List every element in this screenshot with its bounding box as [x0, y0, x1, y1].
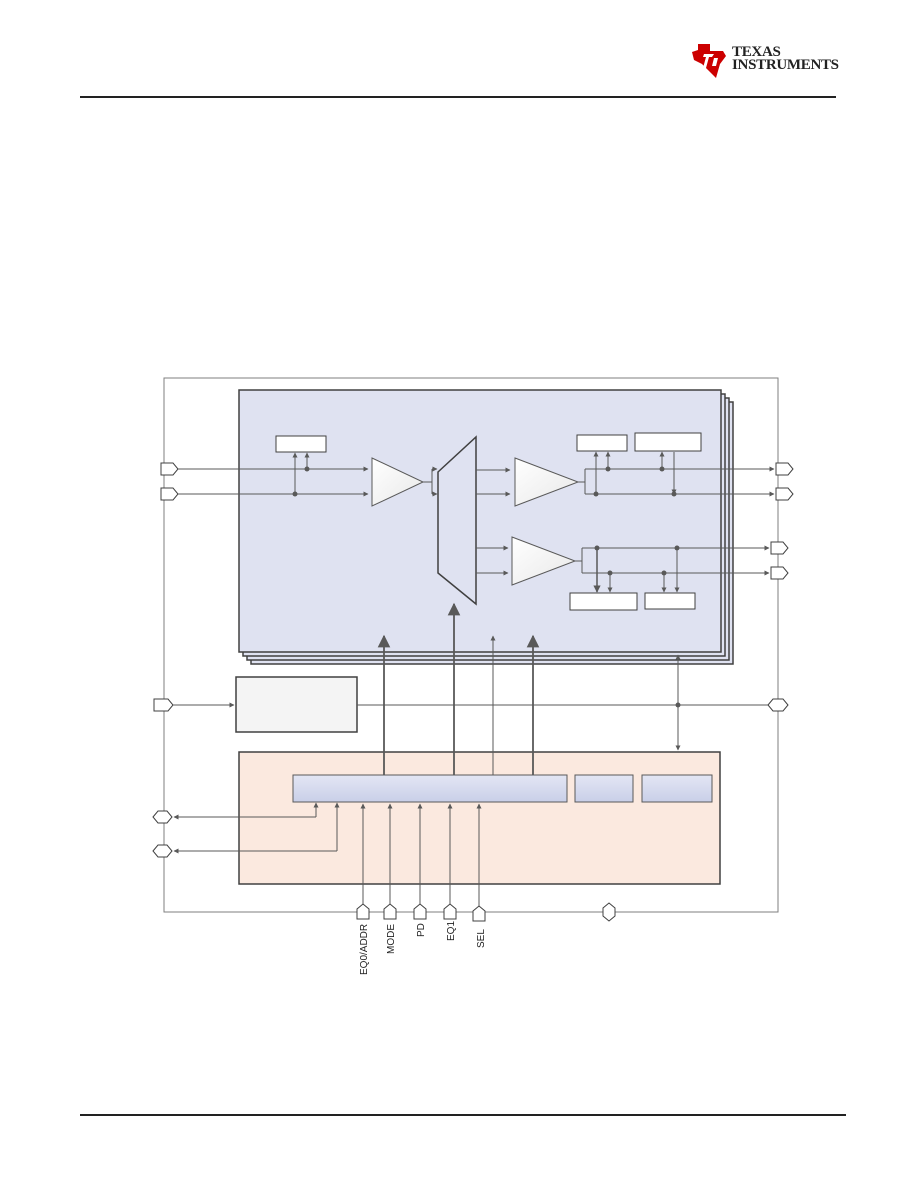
bidirectional-pin	[602, 902, 616, 922]
junction-dot	[593, 491, 599, 497]
output-pin	[775, 462, 794, 476]
bottom-input-pin	[443, 903, 457, 920]
register-bar	[641, 774, 713, 803]
junction-dot	[661, 570, 667, 576]
output-pin	[770, 541, 789, 555]
output-driver	[514, 457, 580, 507]
input-pin	[153, 698, 174, 712]
logo-wordmark: TEXAS INSTRUMENTS	[732, 44, 839, 73]
bottom-input-pin	[413, 903, 427, 920]
junction-dot	[659, 466, 665, 472]
junction-dot	[674, 545, 680, 551]
junction-dot	[605, 466, 611, 472]
bottom-input-pin	[383, 903, 397, 920]
outline-frame	[163, 377, 779, 913]
pin-label-eq1: EQ1	[446, 921, 457, 941]
mux-block	[437, 435, 477, 606]
bidirectional-pin	[152, 844, 173, 858]
channel-stack	[238, 389, 734, 665]
logo-line-2: INSTRUMENTS	[732, 57, 839, 73]
ti-chip-icon	[692, 44, 726, 78]
junction-dot	[607, 570, 613, 576]
junction-dot	[292, 491, 298, 497]
input-pin	[160, 487, 179, 501]
output-driver	[511, 536, 577, 586]
small-function-block	[275, 435, 327, 453]
small-function-block	[634, 432, 702, 452]
input-pin	[160, 462, 179, 476]
register-bar	[292, 774, 568, 803]
footer-rule	[80, 1114, 846, 1116]
bottom-input-pin	[472, 905, 486, 922]
bidirectional-pin	[152, 810, 173, 824]
output-pin	[775, 487, 794, 501]
logo-line-1: TEXAS	[732, 44, 781, 60]
input-buffer	[371, 457, 425, 507]
small-function-block	[644, 592, 696, 610]
channel-block	[238, 389, 722, 653]
pin-label-sel: SEL	[476, 929, 487, 948]
bottom-input-pin	[356, 903, 370, 920]
bidirectional-pin	[767, 698, 789, 712]
pin-label-eq0-addr: EQ0/ADDR	[359, 924, 370, 975]
small-function-block	[576, 434, 628, 452]
junction-dot	[671, 491, 677, 497]
texas-instruments-logo: TEXAS INSTRUMENTS	[690, 42, 840, 82]
pin-label-mode: MODE	[386, 924, 397, 954]
output-pin	[770, 566, 789, 580]
pin-label-pd: PD	[416, 923, 427, 937]
junction-dot	[304, 466, 310, 472]
side-block	[235, 676, 358, 733]
junction-dot	[594, 545, 600, 551]
small-function-block	[569, 592, 638, 611]
header-rule	[80, 96, 836, 98]
junction-dot	[675, 702, 681, 708]
register-bar	[574, 774, 634, 803]
